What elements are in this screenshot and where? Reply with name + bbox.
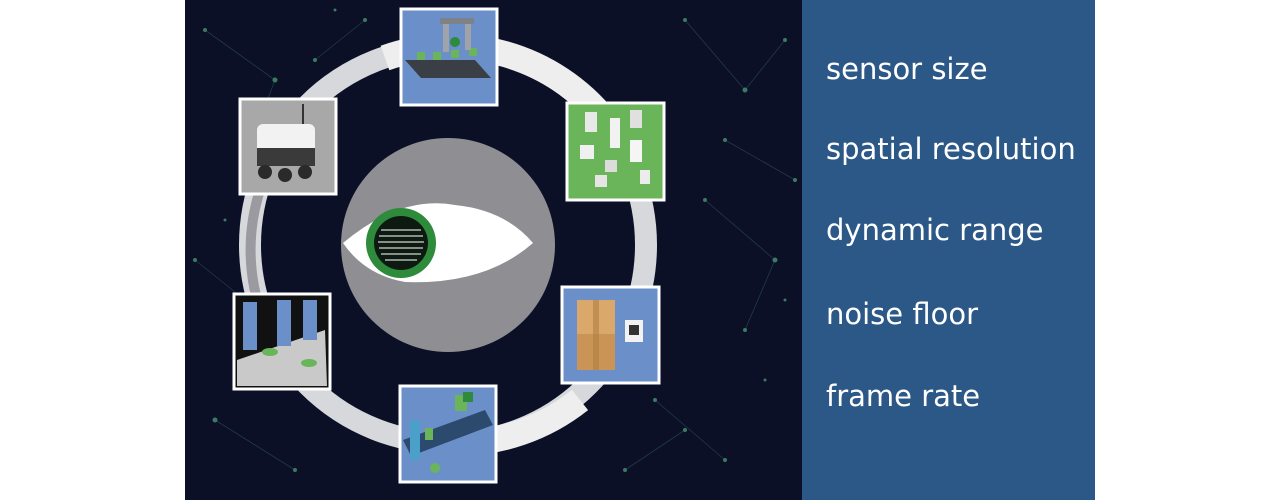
eye-pupil <box>374 216 428 270</box>
network-nodes <box>193 8 797 482</box>
package-scanning-tile-icon <box>560 285 661 385</box>
eye-sensor-lines-icon <box>378 229 424 261</box>
agriculture-drone-tile-icon <box>399 7 499 107</box>
factory-robot-arm-tile-icon <box>398 384 498 484</box>
warehouse-shelves-tile-icon <box>232 292 332 391</box>
vision-ring-illustration <box>193 7 797 484</box>
spec-item-sensor-size: sensor size <box>826 52 988 86</box>
network-background <box>194 19 796 471</box>
delivery-robot-tile-icon <box>238 97 338 196</box>
smart-city-buildings-tile-icon <box>565 101 666 202</box>
spec-item-dynamic-range: dynamic range <box>826 213 1044 247</box>
spec-item-frame-rate: frame rate <box>826 379 981 413</box>
spec-item-spatial-resolution: spatial resolution <box>826 132 1076 166</box>
spec-item-noise-floor: noise floor <box>826 297 979 331</box>
camera-specs-panel: sensor size spatial resolution dynamic r… <box>802 0 1095 500</box>
illustration-stage <box>185 0 802 500</box>
